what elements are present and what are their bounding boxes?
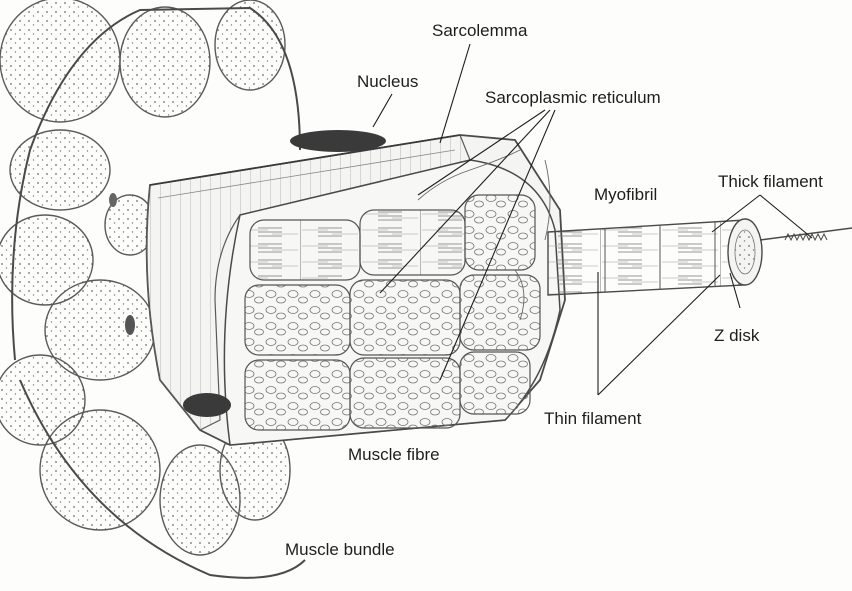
myofibril-bundles	[245, 195, 540, 430]
label-z-disk: Z disk	[714, 327, 759, 344]
nucleus-top	[290, 130, 386, 152]
label-sarcoplasmic-reticulum: Sarcoplasmic reticulum	[485, 89, 661, 106]
bundle-nucleus	[125, 315, 135, 335]
label-myofibril: Myofibril	[594, 186, 657, 203]
label-nucleus: Nucleus	[357, 73, 418, 90]
label-muscle-bundle: Muscle bundle	[285, 541, 395, 558]
label-sarcolemma: Sarcolemma	[432, 22, 527, 39]
label-thick-filament: Thick filament	[718, 173, 823, 190]
nucleus-bottom	[183, 393, 231, 417]
label-thin-filament: Thin filament	[544, 410, 641, 427]
thick-filament-strand	[760, 228, 852, 240]
myofibril	[548, 219, 762, 295]
bundle-nucleus-small	[109, 193, 117, 207]
label-muscle-fibre: Muscle fibre	[348, 446, 440, 463]
